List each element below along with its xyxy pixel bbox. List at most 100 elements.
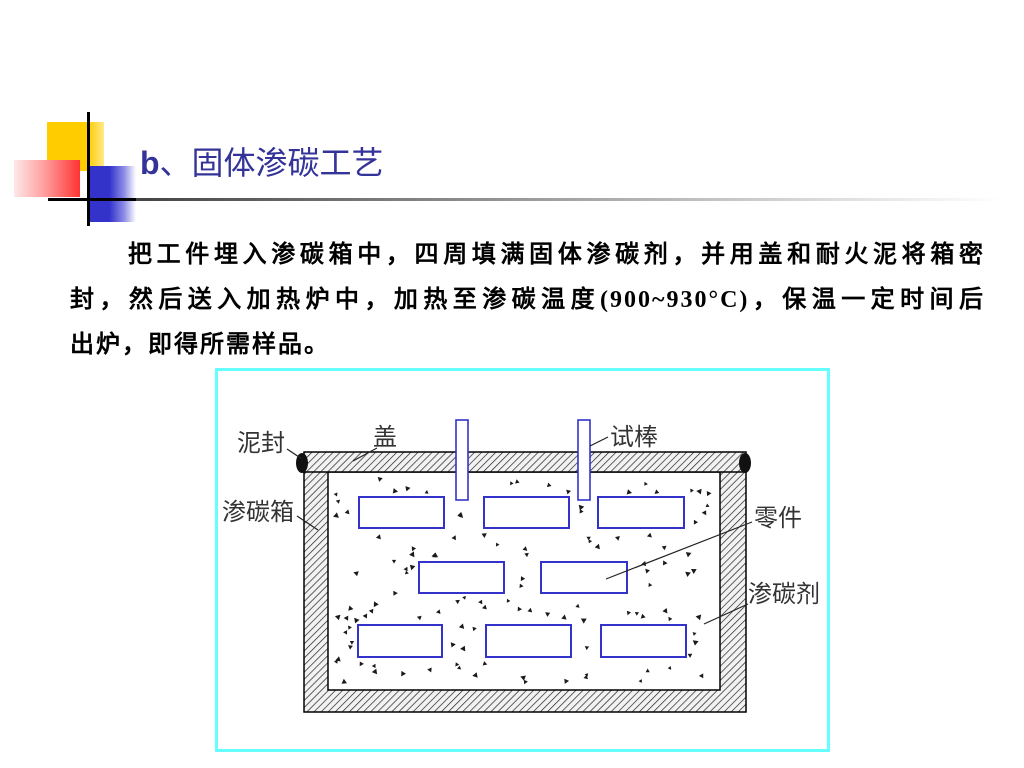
carburizing-particle: [478, 599, 483, 605]
carburizing-particle: [691, 569, 697, 574]
leader-line-test-rod: [589, 436, 609, 447]
carburizing-particle: [648, 582, 653, 587]
carburizing-particle: [579, 509, 584, 514]
part-rect: [358, 496, 445, 529]
carburizing-particle: [692, 640, 699, 646]
carburizing-particle: [638, 679, 642, 683]
parts-group: [357, 496, 687, 658]
carburizing-particle: [667, 666, 672, 670]
carburizing-particle: [455, 599, 460, 605]
carburizing-particle: [458, 623, 465, 629]
box-lid: [303, 451, 747, 473]
carburizing-particle: [481, 533, 487, 538]
leader-line-carburizing-box: [296, 515, 319, 531]
carburizing-particle: [472, 626, 477, 632]
carburizing-particle: [584, 646, 590, 651]
carburizing-particle: [393, 590, 398, 596]
carburizing-particle: [663, 560, 668, 566]
logo-blue-square: [88, 166, 136, 222]
carburizing-particle: [626, 610, 631, 616]
carburizing-particle: [646, 532, 652, 538]
carburizing-particle: [362, 613, 368, 619]
carburizing-particle: [510, 481, 514, 486]
carburizing-particle: [431, 552, 437, 558]
leader-line-part: [605, 521, 753, 580]
carburizing-particle: [334, 659, 338, 664]
carburizing-particle: [690, 488, 694, 493]
carburizing-particle: [436, 609, 441, 614]
part-rect: [357, 624, 443, 658]
carburizing-particle: [403, 566, 408, 572]
part-rect: [597, 496, 685, 529]
carburizing-particle: [354, 617, 360, 624]
carburizing-particle: [545, 612, 551, 617]
carburizing-particle: [520, 576, 526, 582]
diagram-frame: 泥封 盖 试棒 渗碳箱 零件 渗碳剂: [215, 368, 830, 752]
carburizing-particle: [662, 608, 668, 614]
carburizing-particle: [344, 509, 350, 515]
logo-vertical-line: [87, 112, 90, 226]
logo-red-bar: [14, 160, 80, 197]
carburizing-particle: [333, 512, 339, 518]
carburizing-particle: [661, 545, 667, 551]
carburizing-particle: [343, 615, 349, 621]
paragraph-line: 把工件埋入渗碳箱中，四周填满固体渗碳剂，并用盖和耐火泥将箱密: [128, 242, 985, 268]
carburizing-particle: [457, 665, 462, 670]
carburizing-particle: [359, 661, 364, 667]
leader-line-lid: [352, 447, 378, 462]
leader-line-carburizing-agent: [703, 603, 749, 625]
mud-seal-left: [296, 453, 308, 473]
carburizing-particle: [368, 608, 374, 614]
carburizing-particle: [427, 667, 432, 673]
carburizing-particle: [634, 612, 639, 616]
part-rect: [540, 561, 628, 594]
carburizing-diagram: 泥封 盖 试棒 渗碳箱 零件 渗碳剂: [222, 419, 820, 713]
carburizing-particle: [685, 571, 691, 577]
carburizing-particle: [343, 630, 348, 635]
label-test-rod: 试棒: [610, 424, 658, 451]
carburizing-particle: [705, 503, 710, 508]
carburizing-particle: [405, 486, 411, 492]
carburizing-particle: [371, 668, 378, 675]
carburizing-particle: [392, 488, 398, 494]
carburizing-particle: [564, 678, 570, 684]
carburizing-particle: [472, 672, 478, 678]
carburizing-particle: [520, 675, 526, 681]
test-rod-right: [577, 419, 591, 501]
carburizing-particle: [348, 605, 354, 611]
carburizing-particle: [586, 536, 591, 541]
paragraph-line: 出炉，即得所需样品。: [70, 332, 330, 358]
carburizing-particle: [404, 570, 409, 575]
body-paragraph: 把工件埋入渗碳箱中，四周填满固体渗碳剂，并用盖和耐火泥将箱密 封，然后送入加热炉…: [70, 233, 985, 368]
carburizing-particle: [687, 653, 693, 658]
carburizing-particle: [411, 546, 417, 552]
label-carburizing-box: 渗碳箱: [222, 499, 294, 526]
title-underline-rule: [136, 198, 1002, 201]
carburizing-particle: [349, 641, 355, 645]
carburizing-particle: [696, 488, 702, 495]
carburizing-particle: [685, 552, 692, 558]
carburizing-particle: [482, 604, 487, 610]
carburizing-particle: [588, 539, 593, 544]
carburizing-particle: [353, 571, 359, 577]
carburizing-particle: [424, 490, 429, 494]
part-rect: [485, 624, 572, 658]
carburizing-particle: [523, 679, 528, 685]
carburizing-particle: [348, 645, 353, 650]
carburizing-particle: [409, 551, 415, 558]
test-rod-left: [455, 419, 469, 501]
carburizing-particle: [524, 552, 529, 558]
carburizing-particle: [527, 607, 533, 613]
carburizing-particle: [506, 598, 511, 603]
carburizing-particle: [561, 614, 567, 620]
carburizing-particle: [482, 661, 488, 666]
carburizing-particle: [695, 614, 702, 621]
title-text: 、固体渗碳工艺: [159, 145, 384, 181]
carburizing-particle: [450, 642, 456, 648]
carburizing-particle: [692, 632, 697, 636]
carburizing-particle: [460, 645, 466, 652]
carburizing-particle: [698, 673, 704, 679]
carburizing-particle: [455, 662, 460, 667]
carburizing-particle: [615, 536, 620, 541]
